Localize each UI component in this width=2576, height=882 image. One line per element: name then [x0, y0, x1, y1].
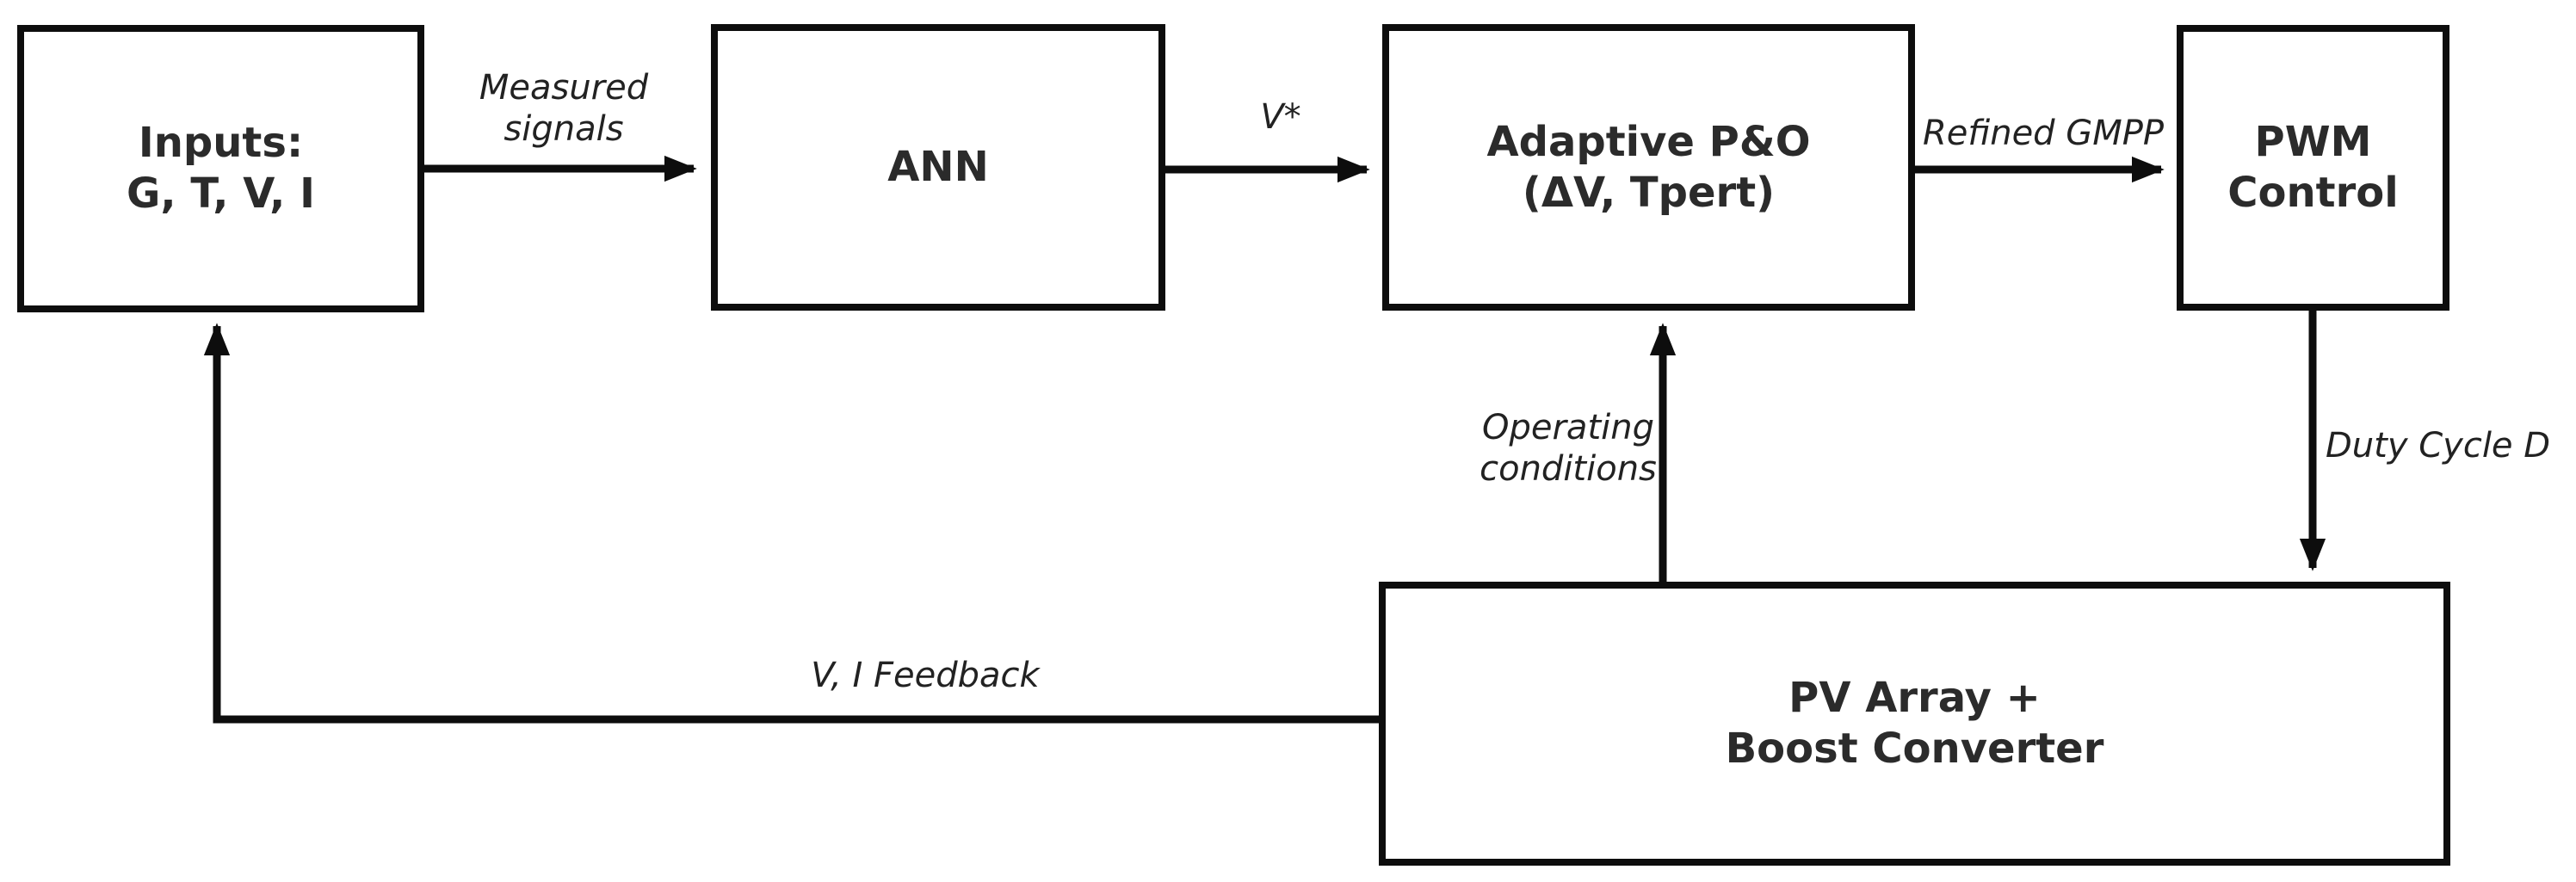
inputs-box-label-line2: G, T, V, I [127, 170, 315, 218]
edge-label-operating-conditions: Operating conditions [1480, 407, 1657, 490]
edge-label-operating-line1: Operating [1482, 408, 1654, 447]
edge-label-v-star: V* [1260, 97, 1301, 137]
inputs-box: Inputs: G, T, V, I [17, 25, 424, 312]
edge-label-refined-gmpp: Refined GMPP [1922, 114, 2165, 153]
pwm-control-box-label-line1: PWM [2254, 118, 2372, 167]
pwm-control-box-label-line2: Control [2227, 169, 2399, 217]
adaptive-po-box-label-line1: Adaptive P&O [1486, 117, 1811, 166]
pv-box-label-line1: PV Array + [1788, 674, 2041, 723]
edge-label-vi-feedback: V, I Feedback [811, 656, 1040, 695]
edge-label-duty-cycle: Duty Cycle D [2326, 426, 2551, 466]
ann-box: ANN [711, 24, 1165, 311]
pwm-control-box: PWM Control [2177, 25, 2449, 311]
ann-box-label: ANN [887, 143, 989, 192]
edge-label-measured-line2: signals [503, 109, 624, 149]
pv-box-label-line2: Boost Converter [1725, 725, 2104, 773]
adaptive-po-box: Adaptive P&O (ΔV, Tpert) [1382, 24, 1915, 311]
edge-label-measured-signals: Measured signals [479, 67, 648, 150]
edge-label-measured-line1: Measured [479, 68, 649, 108]
adaptive-po-box-label-line2: (ΔV, Tpert) [1522, 168, 1776, 217]
inputs-box-label-line1: Inputs: [138, 119, 304, 168]
edge-label-operating-line2: conditions [1480, 449, 1657, 489]
arrow-vi-feedback [203, 323, 1379, 724]
pv-array-boost-converter-box: PV Array + Boost Converter [1379, 582, 2450, 866]
